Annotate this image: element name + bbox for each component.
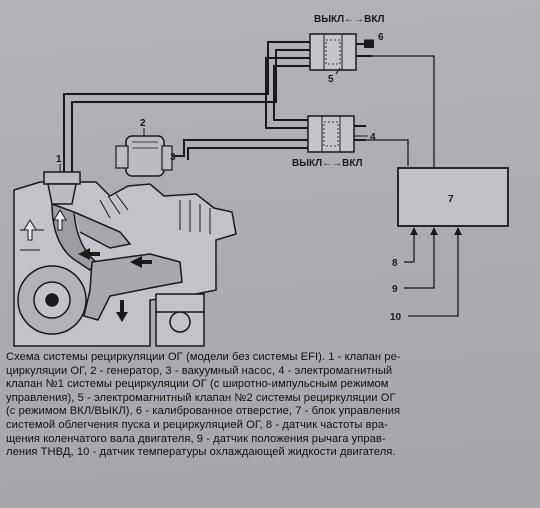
vacuum-pump-3 [161, 145, 173, 171]
control-unit-7 [397, 167, 509, 227]
sensor-wires [404, 227, 462, 317]
vacuum-hoses [63, 41, 312, 172]
label-9: 9 [392, 284, 398, 295]
caption-line: (с режимом ВКЛ/ВЫКЛ), 6 - калиброванное … [6, 405, 401, 418]
label-3: 3 [170, 152, 176, 163]
switch-label-bottom: ВЫКЛ←→ВКЛ [292, 158, 362, 169]
label-2: 2 [140, 118, 146, 129]
alternator-2 [115, 135, 165, 177]
label-8: 8 [392, 258, 398, 269]
flow-arrows [23, 209, 152, 322]
engine [13, 171, 237, 347]
caption-line: щения коленчатого вала двигателя, 9 - да… [6, 432, 386, 445]
solenoid-valve-5 [309, 33, 372, 71]
caption-line: ления ТНВД, 10 - датчик температуры охла… [6, 446, 396, 459]
caption-line: Схема системы рециркуляции ОГ (модели бе… [6, 351, 401, 363]
caption-line: клапан №1 системы рециркуляции ОГ (с шир… [6, 378, 389, 391]
figure-caption: Схема системы рециркуляции ОГ (модели бе… [6, 351, 530, 460]
caption-line: системой облегчения пуска и рециркуляцие… [6, 418, 388, 431]
label-6: 6 [378, 32, 384, 43]
label-7: 7 [448, 194, 454, 205]
caption-line: управления), 5 - электромагнитный клапан… [6, 391, 396, 404]
caption-line: циркуляции ОГ, 2 - генератор, 3 - вакуум… [6, 364, 393, 377]
label-5: 5 [328, 74, 334, 85]
solenoid-valve-4 [307, 115, 366, 153]
label-1: 1 [56, 154, 62, 165]
egr-system-diagram: ВЫКЛ←→ВКЛ ВЫКЛ←→ВКЛ 1 2 3 4 5 6 7 8 9 10 [13, 14, 509, 347]
leader-lines [59, 39, 374, 172]
switch-label-top: ВЫКЛ←→ВКЛ [314, 14, 384, 25]
label-4: 4 [370, 132, 376, 143]
label-10: 10 [390, 312, 402, 323]
control-wires [366, 55, 435, 170]
calibrated-orifice-6 [364, 40, 374, 48]
